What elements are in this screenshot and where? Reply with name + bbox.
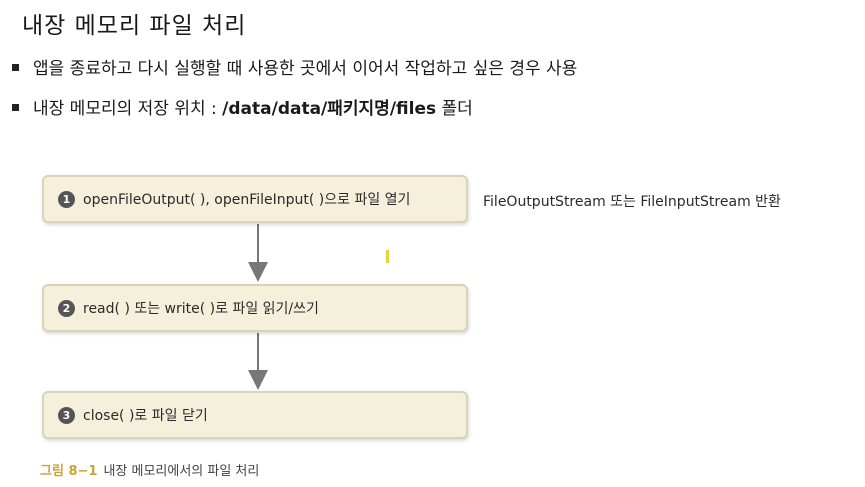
step-label: close( )로 파일 닫기 xyxy=(83,408,208,424)
bullet-marker xyxy=(12,63,19,71)
step-number-badge: 2 xyxy=(58,299,75,317)
figure-caption: 그림 8−1 내장 메모리에서의 파일 처리 xyxy=(40,460,259,479)
step-number-badge: 1 xyxy=(58,190,75,208)
bullet-text: 앱을 종료하고 다시 실행할 때 사용한 곳에서 이어서 작업하고 싶은 경우 … xyxy=(33,59,578,79)
text-cursor-marker xyxy=(386,250,389,263)
bullet-text-suffix: 폴더 xyxy=(436,99,473,119)
step-box-3: 3 close( )로 파일 닫기 xyxy=(42,391,468,439)
bullet-marker xyxy=(12,103,19,111)
bullet-item-2: 내장 메모리의 저장 위치 : /data/data/패키지명/files 폴더 xyxy=(12,94,473,119)
step-box-1: 1 openFileOutput( ), openFileInput( )으로 … xyxy=(42,175,468,223)
caption-text: 내장 메모리에서의 파일 처리 xyxy=(103,464,260,479)
step-box-2: 2 read( ) 또는 write( )로 파일 읽기/쓰기 xyxy=(42,284,468,332)
figure-number: 그림 8−1 xyxy=(40,464,98,479)
storage-path: /data/data/패키지명/files xyxy=(222,99,437,119)
page-title: 내장 메모리 파일 처리 xyxy=(22,13,247,39)
bullet-item-1: 앱을 종료하고 다시 실행할 때 사용한 곳에서 이어서 작업하고 싶은 경우 … xyxy=(12,54,577,79)
side-note: FileOutputStream 또는 FileInputStream 반환 xyxy=(483,194,781,210)
step-number-badge: 3 xyxy=(58,406,75,424)
step-label: openFileOutput( ), openFileInput( )으로 파일… xyxy=(83,192,411,208)
step-label: read( ) 또는 write( )로 파일 읽기/쓰기 xyxy=(83,301,319,317)
bullet-text-prefix: 내장 메모리의 저장 위치 : xyxy=(33,99,223,119)
